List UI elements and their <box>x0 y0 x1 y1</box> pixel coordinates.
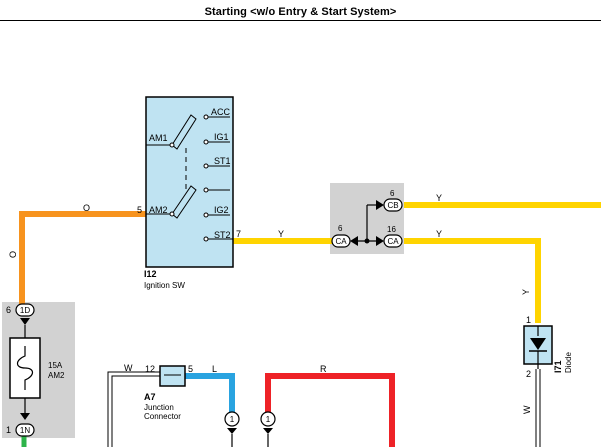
label-orange-left: O <box>8 251 18 258</box>
diode-symbol <box>530 338 546 350</box>
connector-cb-code: CB <box>387 201 398 210</box>
fuse-name: AM2 <box>48 371 65 380</box>
fuse-connector-bottom: 1N 1 <box>6 413 35 437</box>
wire-blue <box>185 373 235 412</box>
terminal-ig1: IG1 <box>214 132 229 142</box>
switch-contacts <box>169 114 209 242</box>
title-rule <box>0 20 601 21</box>
connector-cb-pin: 6 <box>390 189 395 198</box>
fuse-rating: 15A <box>48 361 63 370</box>
fuse-conn-top-code: 1D <box>20 306 30 315</box>
ignition-switch-name: Ignition SW <box>144 281 185 290</box>
wire-yellow-diode <box>404 238 541 323</box>
ignition-switch-internals <box>146 114 233 240</box>
terminal-st2: ST2 <box>214 230 231 240</box>
label-blue: L <box>212 364 217 374</box>
connector-ca-left: CA 6 <box>331 224 358 248</box>
ignition-switch-box <box>145 96 234 268</box>
junction-dot <box>364 238 370 244</box>
diode-ref: I71 <box>553 360 563 373</box>
connector-bottom-b-code: 1 <box>266 415 271 424</box>
label-white-left: W <box>124 363 133 373</box>
fuse-connector-top: 1D 6 <box>6 303 35 325</box>
fuse-conn-bottom-code: 1N <box>20 426 30 435</box>
terminal-am2: AM2 <box>149 205 168 215</box>
terminal-ig2: IG2 <box>214 205 229 215</box>
terminal-acc: ACC <box>211 107 231 117</box>
fuse-symbol <box>16 346 34 390</box>
jc-pin-right: 5 <box>188 364 193 374</box>
diode-pin-bottom: 2 <box>526 369 531 379</box>
junction-connector-name-2: Connector <box>144 412 181 421</box>
terminal-st1: ST1 <box>214 156 231 166</box>
label-orange-top: O <box>83 203 90 213</box>
diagram-title: Starting <w/o Entry & Start System> <box>204 6 397 18</box>
connector-ca-right-pin: 16 <box>387 225 396 234</box>
fuse-pin-top: 6 <box>6 305 11 315</box>
junction-connector-box <box>159 365 186 387</box>
wire-white-diode <box>535 369 541 447</box>
terminal-am1: AM1 <box>149 133 168 143</box>
diode-name: Diode <box>564 352 573 373</box>
pin-am2: 5 <box>137 205 142 215</box>
label-yellow-st2: Y <box>278 229 284 239</box>
connector-ca-left-pin: 6 <box>338 224 343 233</box>
label-yellow-mid: Y <box>436 229 442 239</box>
diode-pin-top: 1 <box>526 315 531 325</box>
connector-ca-right: CA 16 <box>376 225 403 248</box>
fuse-pin-bottom: 1 <box>6 425 11 435</box>
junction-connector-name-1: Junction <box>144 403 174 412</box>
pin-st2: 7 <box>236 229 241 239</box>
connector-cb: CB 6 <box>376 189 403 212</box>
label-yellow-down: Y <box>521 289 531 295</box>
wire-red <box>265 373 395 447</box>
connector-bottom-a-code: 1 <box>230 415 235 424</box>
connector-ca-left-code: CA <box>335 237 347 246</box>
junction-connector-ref: A7 <box>144 392 156 402</box>
connector-bottom-a: 1 <box>224 411 240 447</box>
label-white-diode: W <box>522 405 532 414</box>
label-yellow-top: Y <box>436 193 442 203</box>
ignition-switch-ref: I12 <box>144 269 157 279</box>
label-red: R <box>320 364 327 374</box>
jc-pin-left: 12 <box>145 364 155 374</box>
wire-orange <box>19 211 146 304</box>
wire-white-left <box>107 371 160 447</box>
connector-bottom-b: 1 <box>260 411 276 447</box>
connector-ca-right-code: CA <box>387 237 399 246</box>
